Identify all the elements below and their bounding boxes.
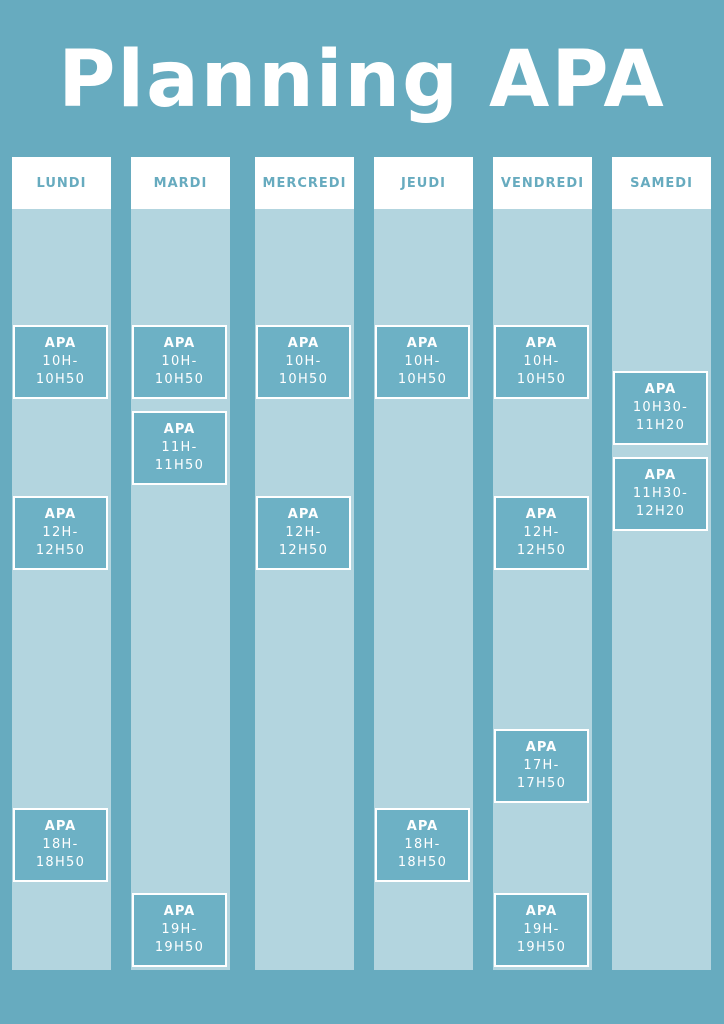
session-block: APA 12H-12H50 — [13, 496, 108, 570]
session-label: APA — [163, 904, 196, 919]
session-time: 17H-17H50 — [516, 758, 567, 791]
session-label: APA — [525, 740, 558, 755]
session-time: 12H-12H50 — [516, 525, 567, 558]
session-time: 10H-10H50 — [278, 354, 329, 387]
session-time: 19H-19H50 — [516, 922, 567, 955]
session-label: APA — [44, 336, 77, 351]
session-block: APA 10H-10H50 — [132, 325, 227, 399]
session-time: 12H-12H50 — [278, 525, 329, 558]
page-title: Planning APA — [58, 35, 666, 125]
session-block: APA 18H-18H50 — [375, 808, 470, 882]
session-label: APA — [287, 336, 320, 351]
session-block: APA 12H-12H50 — [494, 496, 589, 570]
session-time: 10H-10H50 — [154, 354, 205, 387]
session-label: APA — [525, 336, 558, 351]
session-time: 11H-11H50 — [154, 440, 205, 473]
session-block: APA 17H-17H50 — [494, 729, 589, 803]
session-label: APA — [163, 422, 196, 437]
session-time: 18H-18H50 — [397, 837, 448, 870]
session-block: APA 12H-12H50 — [256, 496, 351, 570]
session-label: APA — [44, 819, 77, 834]
session-block: APA 18H-18H50 — [13, 808, 108, 882]
session-time: 10H-10H50 — [397, 354, 448, 387]
session-label: APA — [644, 468, 677, 483]
session-label: APA — [644, 382, 677, 397]
session-time: 10H-10H50 — [35, 354, 86, 387]
session-label: APA — [525, 507, 558, 522]
session-time: 19H-19H50 — [154, 922, 205, 955]
session-time: 12H-12H50 — [35, 525, 86, 558]
session-block: APA 19H-19H50 — [132, 893, 227, 967]
day-header: MERCREDI — [255, 157, 354, 209]
session-time: 18H-18H50 — [35, 837, 86, 870]
session-time: 11H30-12H20 — [632, 486, 689, 519]
session-block: APA 11H-11H50 — [132, 411, 227, 485]
session-block: APA 10H-10H50 — [375, 325, 470, 399]
day-header: JEUDI — [374, 157, 473, 209]
session-label: APA — [406, 819, 439, 834]
session-label: APA — [406, 336, 439, 351]
session-block: APA 19H-19H50 — [494, 893, 589, 967]
day-header: LUNDI — [12, 157, 111, 209]
session-label: APA — [525, 904, 558, 919]
session-label: APA — [287, 507, 320, 522]
session-block: APA 11H30-12H20 — [613, 457, 708, 531]
session-label: APA — [163, 336, 196, 351]
session-block: APA 10H30-11H20 — [613, 371, 708, 445]
day-header: VENDREDI — [493, 157, 592, 209]
session-label: APA — [44, 507, 77, 522]
day-header: SAMEDI — [612, 157, 711, 209]
session-block: APA 10H-10H50 — [494, 325, 589, 399]
session-block: APA 10H-10H50 — [13, 325, 108, 399]
session-time: 10H30-11H20 — [632, 400, 689, 433]
session-block: APA 10H-10H50 — [256, 325, 351, 399]
day-header: MARDI — [131, 157, 230, 209]
session-time: 10H-10H50 — [516, 354, 567, 387]
